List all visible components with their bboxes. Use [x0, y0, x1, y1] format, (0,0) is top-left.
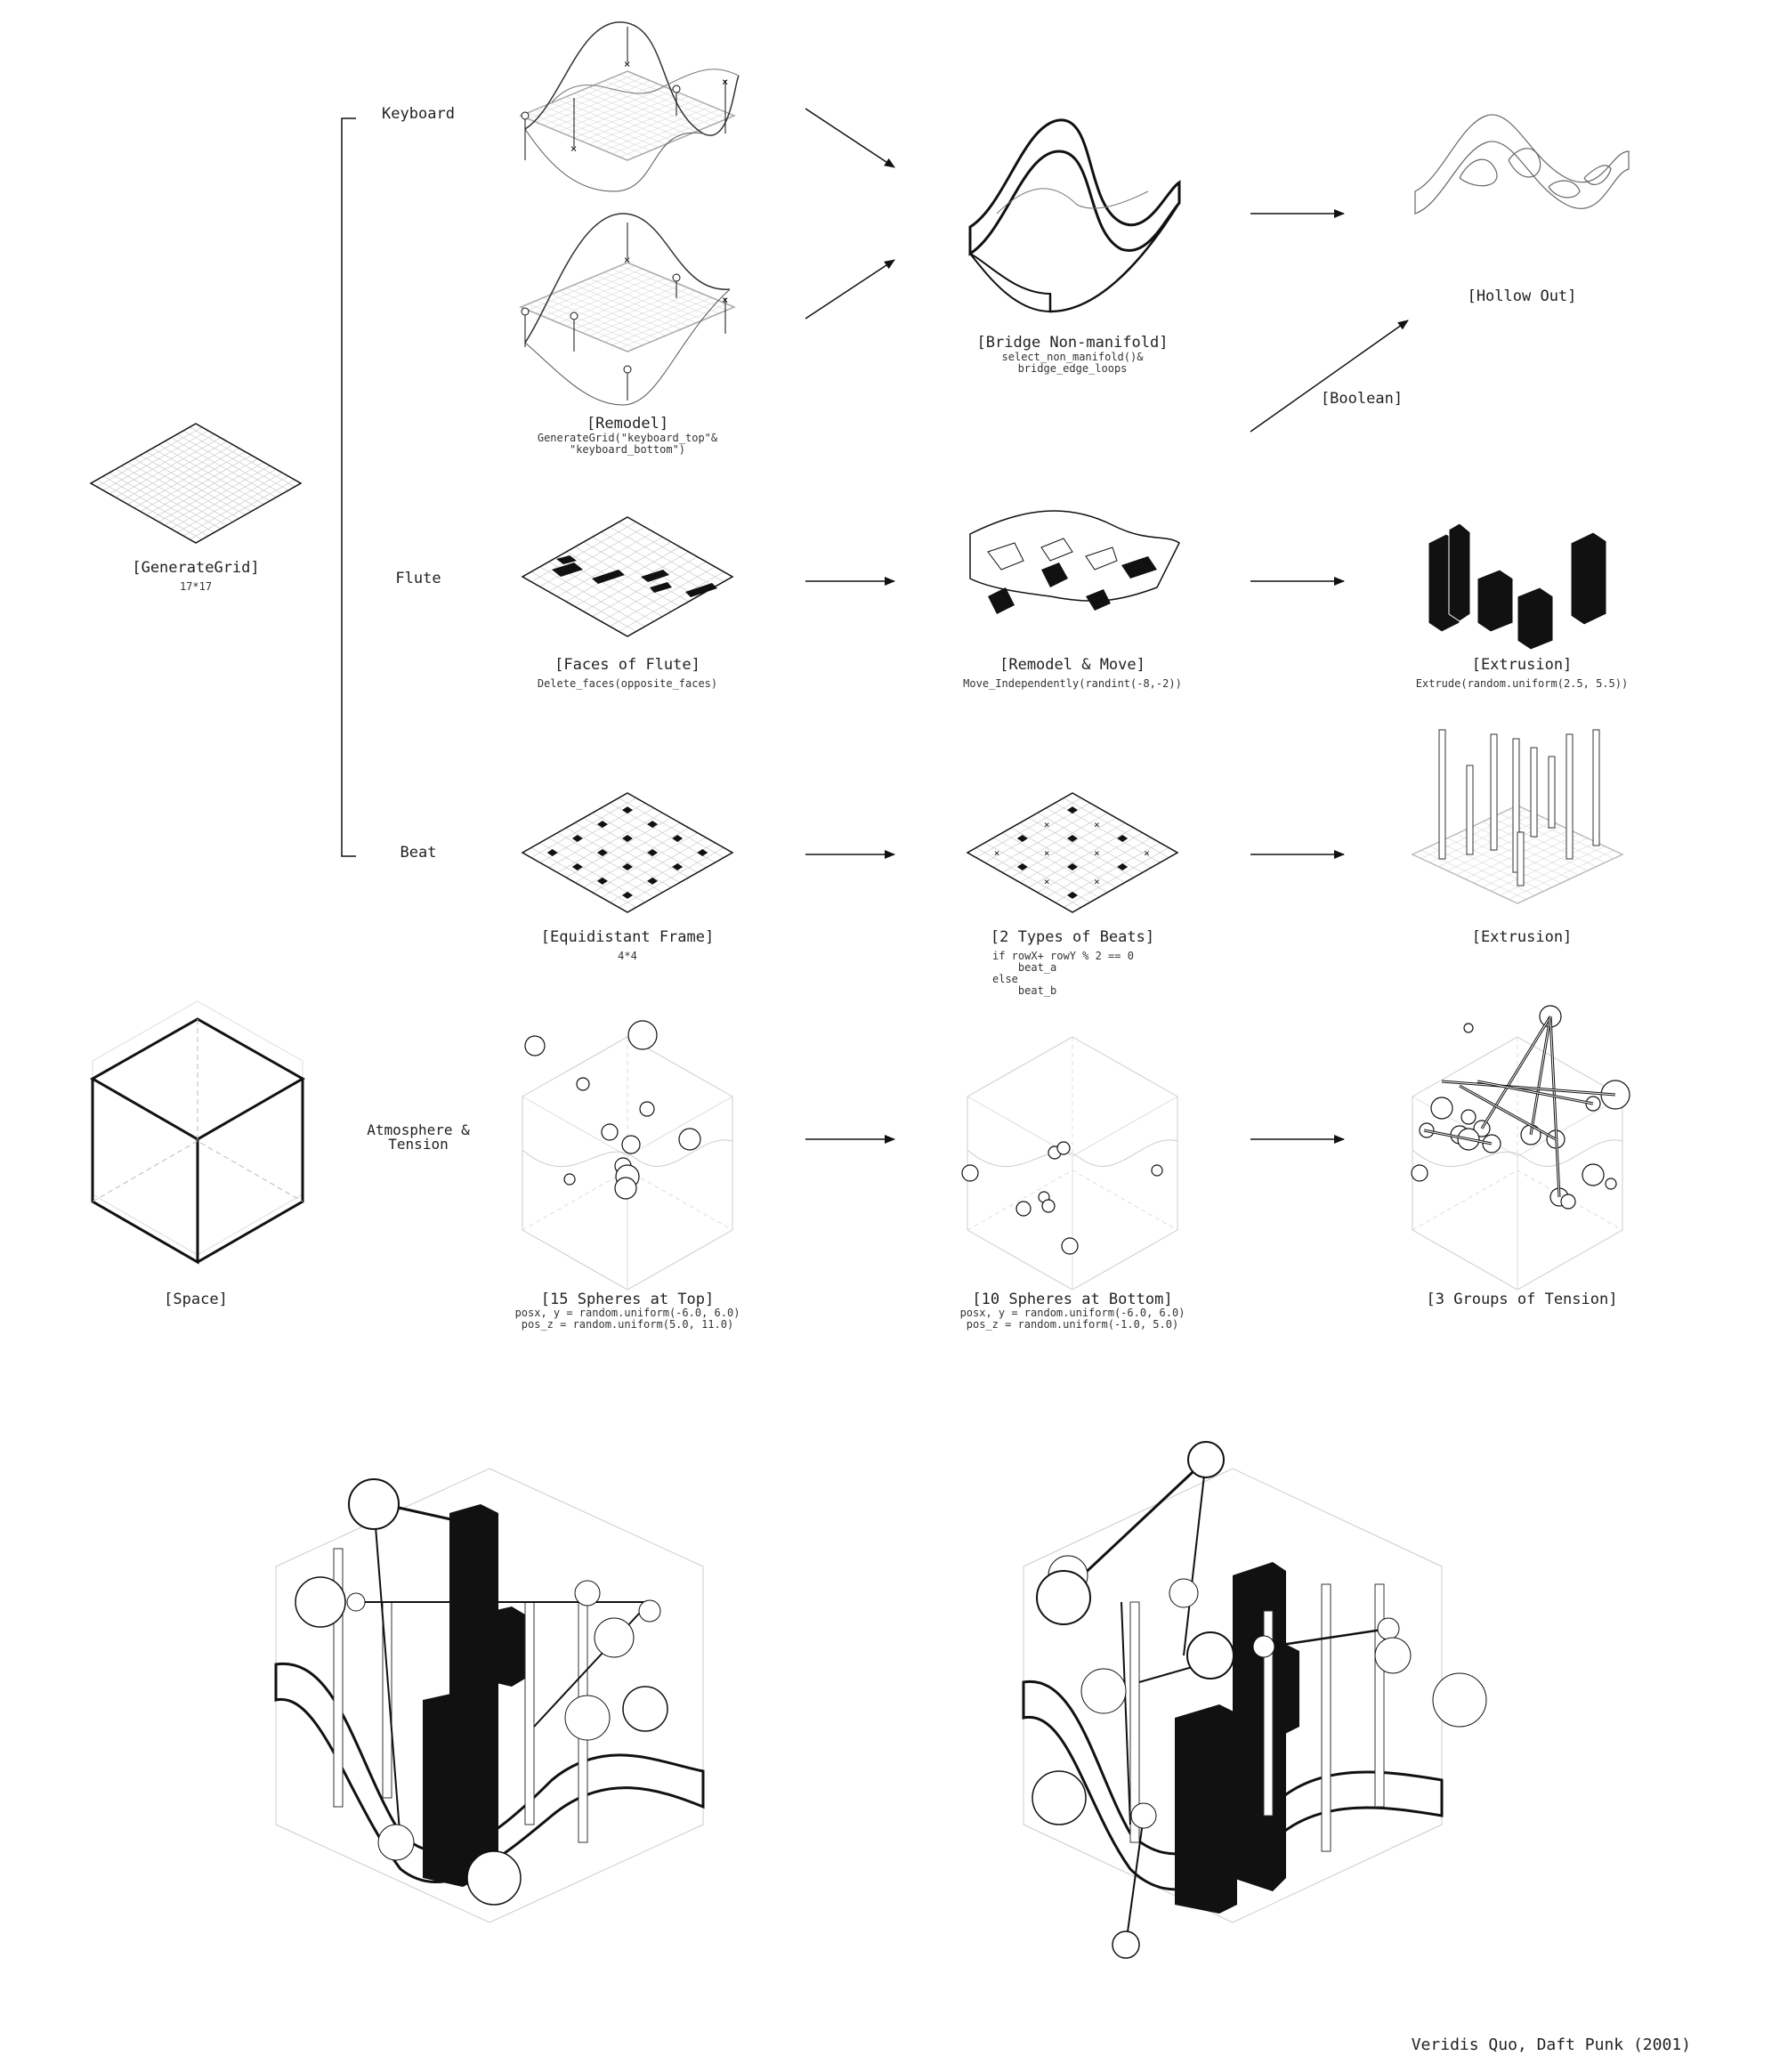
caption-faces-of-flute: [Faces of Flute] [554, 656, 700, 674]
arrow-keyboard-bottom [805, 259, 895, 320]
svg-text:×: × [1044, 876, 1050, 887]
code-spheres-bottom: posx, y = random.uniform(-6.0, 6.0) pos_… [959, 1307, 1185, 1331]
code-two-beats: if rowX+ rowY % 2 == 0 beat_a else beat_… [992, 950, 1134, 997]
caption-equidistant-frame: [Equidistant Frame] [540, 928, 715, 946]
caption-generate-grid: [GenerateGrid] [132, 559, 260, 577]
caption-boolean: [Boolean] [1320, 390, 1404, 408]
row-label-keyboard: Keyboard [382, 105, 455, 123]
two-beats-points: × × × × × × × × [994, 806, 1150, 899]
code-remodel: GenerateGrid("keyboard_top"& "keyboard_b… [537, 432, 718, 456]
row-bracket [341, 117, 356, 857]
caption-space: [Space] [164, 1291, 228, 1308]
equidistant-frame-points [546, 806, 708, 899]
flow-arrows [805, 108, 1409, 1144]
caption-remodel: [Remodel] [586, 415, 669, 433]
code-equidistant-frame: 4*4 [618, 950, 637, 962]
composite-right [1022, 1441, 1487, 1959]
flute-faces-marks [552, 555, 717, 597]
svg-text:×: × [624, 254, 630, 266]
sphere-sets [524, 1005, 1630, 1255]
code-generate-grid: 17*17 [179, 580, 213, 593]
row-label-flute: Flute [395, 570, 441, 587]
caption-two-beats: [2 Types of Beats] [990, 928, 1155, 946]
code-spheres-top: posx, y = random.uniform(-6.0, 6.0) pos_… [514, 1307, 740, 1331]
svg-text:×: × [722, 76, 728, 88]
composite-left [274, 1468, 705, 1923]
arrow-keyboard-top [805, 108, 895, 168]
caption-spheres-top: [15 Spheres at Top] [540, 1291, 715, 1308]
flute-remodeled-surface [969, 510, 1180, 614]
svg-text:×: × [722, 294, 728, 306]
svg-text:×: × [1044, 847, 1050, 859]
svg-text:×: × [994, 847, 1000, 859]
svg-text:×: × [1144, 847, 1150, 859]
caption-bridge: [Bridge Non-manifold] [976, 334, 1169, 352]
bridged-surface [968, 118, 1181, 313]
equidistant-frame-grid [521, 792, 734, 913]
space-cube [89, 1000, 306, 1265]
caption-spheres-bottom: [10 Spheres at Bottom] [972, 1291, 1173, 1308]
caption-extrusion-beat: [Extrusion] [1471, 928, 1573, 946]
code-extrusion-flute: Extrude(random.uniform(2.5, 5.5)) [1415, 677, 1629, 690]
svg-text:×: × [1044, 819, 1050, 830]
row-label-beat: Beat [400, 844, 437, 862]
flute-extrusions [1428, 522, 1607, 651]
hollow-out-surface [1414, 114, 1630, 214]
credit-line: Veridis Quo, Daft Punk (2001) [1411, 2036, 1691, 2054]
svg-text:×: × [570, 142, 577, 155]
code-faces-of-flute: Delete_faces(opposite_faces) [537, 677, 718, 690]
arrow-boolean [1250, 320, 1409, 433]
caption-remodel-move: [Remodel & Move] [999, 656, 1145, 674]
code-bridge: select_non_manifold()& bridge_edge_loops [1001, 351, 1144, 375]
svg-text:×: × [1094, 847, 1100, 859]
keyboard-bottom-surface: × × [519, 213, 736, 406]
keyboard-top-surface: × × × [519, 21, 740, 192]
svg-text:×: × [624, 58, 630, 70]
generate-grid-figure [89, 423, 303, 544]
caption-extrusion-flute: [Extrusion] [1471, 656, 1573, 674]
flute-faces-grid [521, 516, 734, 637]
caption-tension: [3 Groups of Tension] [1426, 1291, 1618, 1308]
svg-text:×: × [1094, 876, 1100, 887]
code-remodel-move: Move_Independently(randint(-8,-2)) [963, 677, 1182, 690]
beat-columns [1438, 729, 1600, 886]
svg-text:×: × [1094, 819, 1100, 830]
row-label-atmosphere: Atmosphere & Tension [367, 1121, 470, 1153]
caption-hollow-out: [Hollow Out] [1467, 287, 1577, 305]
